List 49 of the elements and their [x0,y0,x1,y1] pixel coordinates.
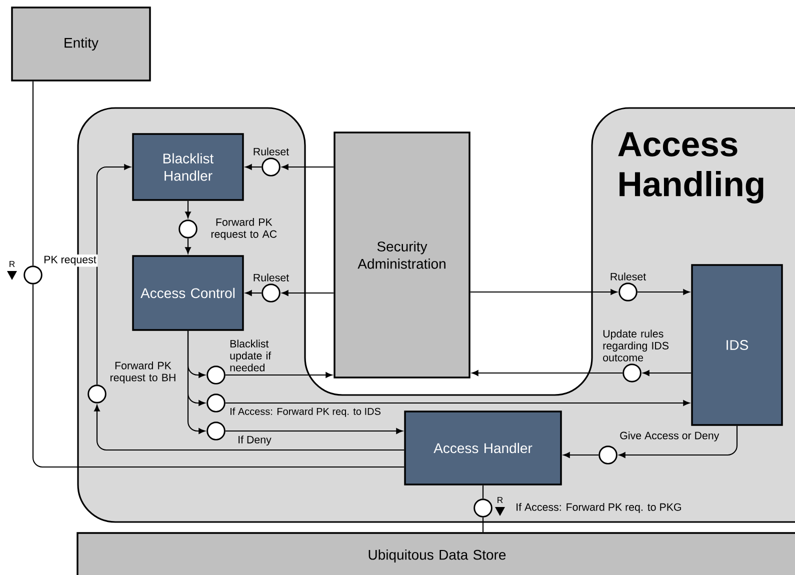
arrow [185,200,191,218]
channel-label: Give Access or Deny [620,431,720,442]
arrow [225,428,403,434]
arrow [185,238,191,254]
arrow [94,404,404,451]
arrow [282,164,334,170]
component-box: Ubiquitous Data Store [76,532,795,575]
component-box: Security Administration [334,132,470,378]
channel-label: Blacklist update if needed [230,340,272,372]
channel-circle [622,364,642,382]
arrow [282,290,334,296]
arrow [245,164,262,170]
arrow [563,452,599,458]
arrow [187,330,206,434]
channel-label: Forward PK request to AC [211,218,277,240]
channel-label: Forward PK request to BH [110,362,176,384]
channel-label: Ruleset [254,274,289,282]
arrow [225,372,332,378]
channel-label: Update rules regarding IDS outcome [603,330,668,362]
arrow [637,289,690,295]
channel-label: If Deny [238,436,272,446]
component-box: Access Handler [404,410,562,486]
channel-circle [474,498,492,518]
channel-circle [88,384,106,404]
component-box: IDS [691,264,783,426]
channel-circle [618,282,638,302]
component-box: Entity [11,6,151,82]
channel-label: If Access: Forward PK req. to PKG [516,503,681,513]
channel-circle [262,284,280,302]
channel-circle [598,446,618,464]
component-box: Blacklist Handler [132,133,244,201]
arrow [96,164,131,385]
arrow [642,370,692,376]
channel-circle [24,266,42,284]
channel-circle [178,220,198,238]
channel-circle [206,422,226,440]
channel-circle [206,366,226,384]
component-box: Access Control [132,255,244,331]
arrow [470,289,618,295]
arrow [225,400,690,406]
channel-label: If Access: Forward PK req. to IDS [230,408,380,417]
arrow [245,290,262,296]
channel-label: Ruleset [254,148,289,156]
channel-circle [206,394,226,412]
channel-label: Ruleset [610,272,646,280]
channel-circle [262,158,280,176]
arrow [472,370,623,376]
arrow [618,426,738,458]
channel-label: PK request [42,254,98,267]
